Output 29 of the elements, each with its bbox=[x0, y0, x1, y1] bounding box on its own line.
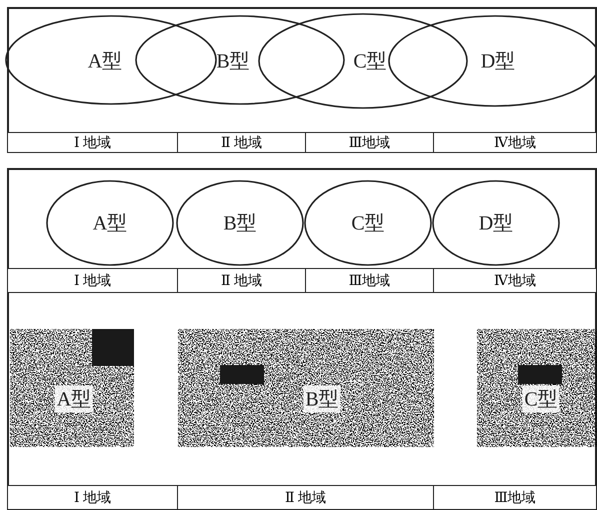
type-label: D型 bbox=[480, 50, 516, 74]
ellipse-node bbox=[5, 15, 217, 105]
region-label: Ⅲ地域 bbox=[433, 485, 597, 510]
type-label: B型 bbox=[223, 212, 257, 236]
region-label: Ⅱ 地域 bbox=[177, 268, 306, 293]
type-label: C型 bbox=[351, 212, 385, 236]
region-label: Ⅰ 地域 bbox=[7, 485, 178, 510]
region-label: Ⅱ 地域 bbox=[177, 132, 306, 153]
type-label: A型 bbox=[54, 386, 94, 412]
type-label: C型 bbox=[522, 386, 560, 412]
region-label: Ⅰ 地域 bbox=[7, 268, 178, 293]
ellipse-node bbox=[304, 180, 432, 266]
type-label: C型 bbox=[353, 50, 387, 74]
type-label: A型 bbox=[88, 50, 122, 74]
region-label: Ⅱ 地域 bbox=[177, 485, 434, 510]
type-label: B型 bbox=[303, 386, 341, 412]
ellipse-node bbox=[432, 180, 560, 266]
type-label: D型 bbox=[478, 212, 514, 236]
ellipse-node bbox=[258, 13, 468, 109]
type-label: A型 bbox=[92, 212, 128, 236]
type-label: B型 bbox=[216, 50, 250, 74]
region-label: Ⅳ地域 bbox=[433, 132, 597, 153]
ellipse-node bbox=[135, 15, 345, 105]
region-label: Ⅲ地域 bbox=[305, 132, 434, 153]
region-label: Ⅰ 地域 bbox=[7, 132, 178, 153]
ellipse-node bbox=[46, 180, 174, 266]
region-label: Ⅲ地域 bbox=[305, 268, 434, 293]
region-label: Ⅳ地域 bbox=[433, 268, 597, 293]
ellipse-node bbox=[176, 180, 304, 266]
